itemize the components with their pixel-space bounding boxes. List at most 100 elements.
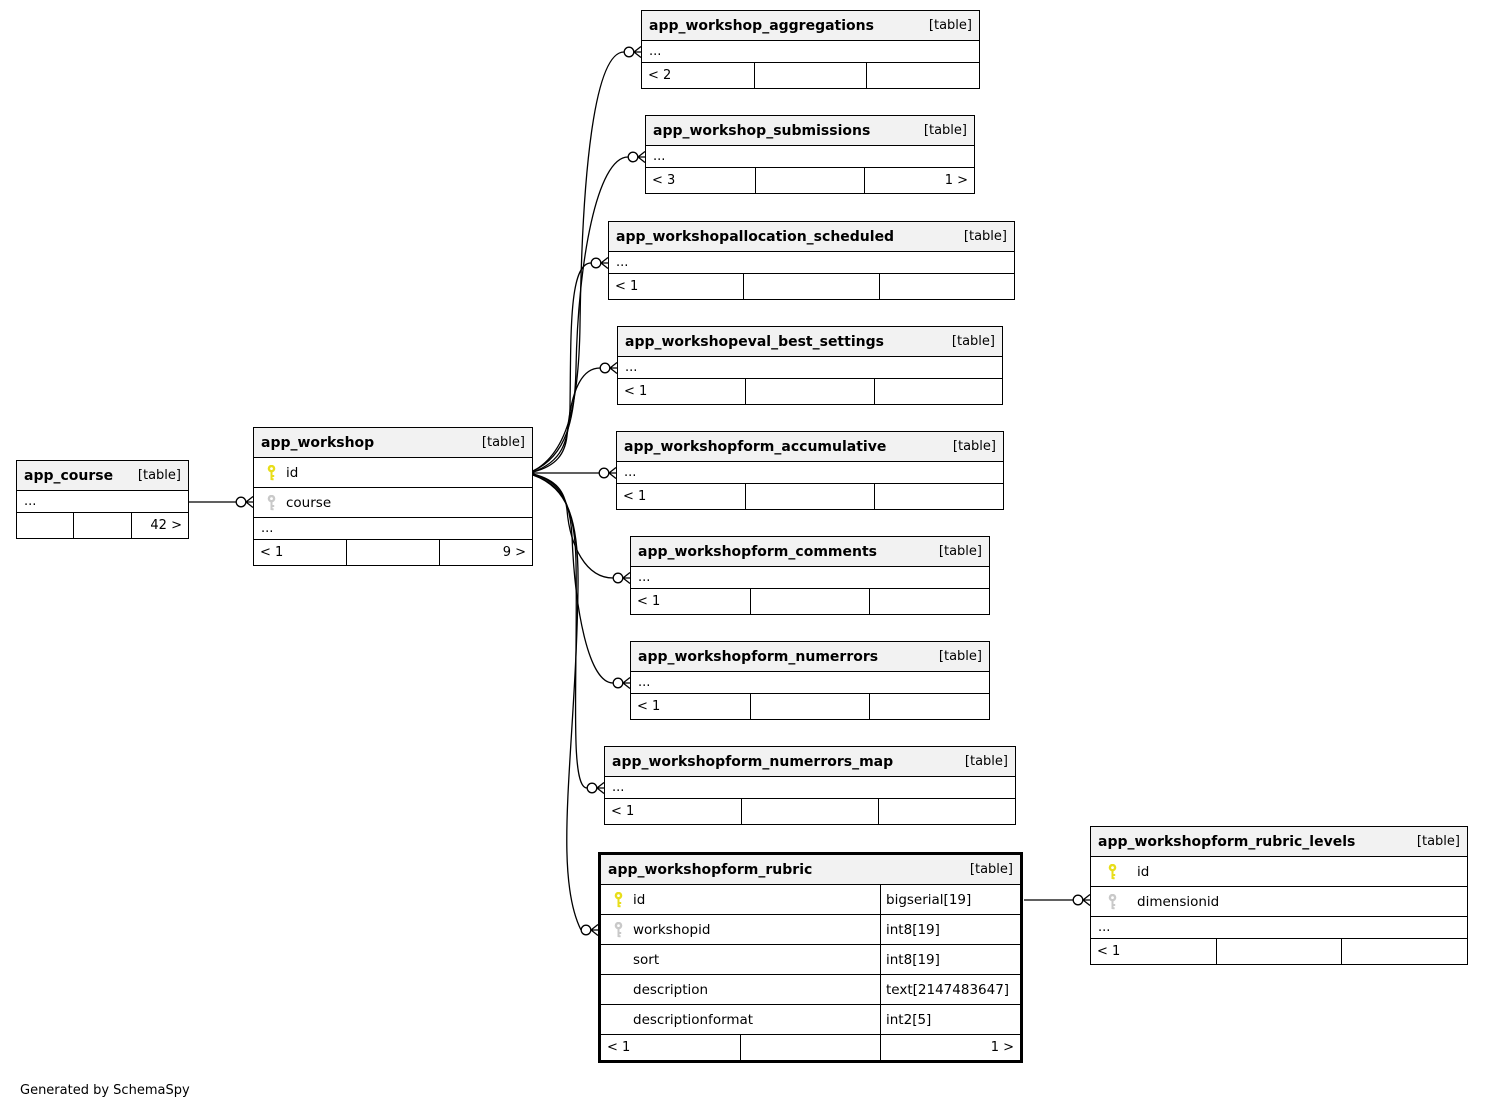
column-name: workshopid: [633, 921, 711, 938]
footer-parents-count: 42 >: [130, 513, 188, 538]
relationship-aggregations: [532, 45, 642, 472]
table-node-app_workshopform_comments[interactable]: app_workshopform_comments [table] ... < …: [630, 536, 990, 615]
table-title: app_workshopform_numerrors: [638, 648, 879, 665]
footer-children-count: < 1: [611, 804, 635, 819]
table-badge: [table]: [964, 754, 1008, 769]
columns-ellipsis: ...: [631, 567, 989, 589]
relationship-rubric-workshopid: [532, 474, 599, 937]
table-node-app_workshopform_numerrors_map[interactable]: app_workshopform_numerrors_map [table] .…: [604, 746, 1016, 825]
column-type: int8[19]: [880, 945, 1020, 974]
foreign-key-icon: [614, 922, 623, 938]
footer-children-count: < 1: [637, 594, 661, 609]
footer-mid: [745, 484, 874, 509]
columns-ellipsis: ...: [609, 252, 1014, 274]
footer-children-count: < 1: [637, 699, 661, 714]
footer-parents-count: 1 >: [880, 1035, 1020, 1060]
column-row: sort int8[19]: [601, 945, 1020, 975]
column-type: text[2147483647]: [880, 975, 1020, 1004]
column-name: dimensionid: [1137, 893, 1220, 910]
table-badge: [table]: [137, 468, 181, 483]
column-type: int2[5]: [880, 1005, 1020, 1034]
generated-by-note: Generated by SchemaSpy: [20, 1083, 190, 1098]
table-node-app_course[interactable]: app_course [table] ... 42 >: [16, 460, 189, 539]
table-title: app_workshopform_rubric: [608, 861, 813, 878]
column-row: dimensionid: [1091, 887, 1467, 917]
column-name: description: [633, 981, 709, 998]
foreign-key-icon: [267, 495, 276, 511]
columns-ellipsis: ...: [618, 357, 1002, 379]
footer-mid: [749, 589, 870, 614]
footer-parents-count: [866, 63, 979, 88]
table-title: app_workshopform_numerrors_map: [612, 753, 894, 770]
table-badge: [table]: [969, 862, 1013, 877]
footer-parents-count: [873, 379, 1002, 404]
relationship-eval-best-settings: [532, 361, 618, 473]
column-type: bigserial[19]: [880, 885, 1020, 914]
footer-mid: [753, 63, 867, 88]
table-node-app_workshop_submissions[interactable]: app_workshop_submissions [table] ... < 3…: [645, 115, 975, 194]
relationship-numerrors: [532, 473, 631, 690]
table-title: app_workshopform_accumulative: [624, 438, 887, 455]
footer-children-count: < 1: [615, 279, 639, 294]
primary-key-icon: [614, 892, 623, 908]
table-node-app_workshop[interactable]: app_workshop [table] id course ...: [253, 427, 533, 566]
table-node-app_workshopallocation_scheduled[interactable]: app_workshopallocation_scheduled [table]…: [608, 221, 1015, 300]
columns-ellipsis: ...: [605, 777, 1015, 799]
footer-parents-count: [869, 589, 989, 614]
footer-children-count: < 1: [1097, 944, 1121, 959]
table-node-app_workshopform_rubric_levels[interactable]: app_workshopform_rubric_levels [table] i…: [1090, 826, 1468, 965]
footer-parents-count: [878, 274, 1014, 299]
primary-key-icon: [267, 465, 276, 481]
table-badge: [table]: [963, 229, 1007, 244]
table-title: app_workshop_aggregations: [649, 17, 874, 34]
column-name: id: [633, 891, 646, 908]
footer-mid: [73, 513, 130, 538]
column-name: id: [286, 464, 299, 481]
footer-parents-count: 1 >: [864, 168, 974, 193]
table-node-app_workshopeval_best_settings[interactable]: app_workshopeval_best_settings [table] .…: [617, 326, 1003, 405]
table-node-app_workshop_aggregations[interactable]: app_workshop_aggregations [table] ... < …: [641, 10, 980, 89]
footer-mid: [743, 274, 878, 299]
relationship-accumulative: [533, 466, 617, 480]
footer-children-count: < 1: [260, 545, 284, 560]
footer-parents-count: [1341, 939, 1467, 964]
columns-ellipsis: ...: [646, 146, 974, 168]
footer-mid: [749, 694, 870, 719]
columns-ellipsis: ...: [1091, 917, 1467, 939]
footer-mid: [745, 379, 873, 404]
table-title: app_workshopallocation_scheduled: [616, 228, 895, 245]
table-badge: [table]: [951, 334, 995, 349]
column-row: workshopid int8[19]: [601, 915, 1020, 945]
table-node-app_workshopform_rubric[interactable]: app_workshopform_rubric [table] id bigse…: [598, 852, 1023, 1063]
table-badge: [table]: [923, 123, 967, 138]
column-row: description text[2147483647]: [601, 975, 1020, 1005]
table-badge: [table]: [952, 439, 996, 454]
footer-mid: [1215, 939, 1342, 964]
column-name: course: [286, 494, 332, 511]
table-title: app_workshopeval_best_settings: [625, 333, 884, 350]
relationship-course: [189, 495, 254, 509]
table-badge: [table]: [938, 649, 982, 664]
table-title: app_workshop_submissions: [653, 122, 871, 139]
table-badge: [table]: [481, 435, 525, 450]
table-node-app_workshopform_accumulative[interactable]: app_workshopform_accumulative [table] ..…: [616, 431, 1004, 510]
table-title: app_course: [24, 467, 114, 484]
footer-children-count: < 1: [624, 384, 648, 399]
columns-ellipsis: ...: [254, 518, 532, 540]
relationship-submissions: [532, 150, 646, 472]
relationship-rubric-levels-dimensionid: [1024, 893, 1091, 907]
relationship-allocation-scheduled: [532, 256, 609, 473]
footer-children-count: < 2: [648, 68, 672, 83]
footer-mid: [346, 540, 439, 565]
column-row: id bigserial[19]: [601, 885, 1020, 915]
column-row: id: [1091, 857, 1467, 887]
footer-children-count: < 3: [652, 173, 676, 188]
footer-parents-count: [869, 694, 989, 719]
table-badge: [table]: [1416, 834, 1460, 849]
columns-ellipsis: ...: [617, 462, 1003, 484]
footer-mid: [741, 799, 878, 824]
column-type: int8[19]: [880, 915, 1020, 944]
table-node-app_workshopform_numerrors[interactable]: app_workshopform_numerrors [table] ... <…: [630, 641, 990, 720]
